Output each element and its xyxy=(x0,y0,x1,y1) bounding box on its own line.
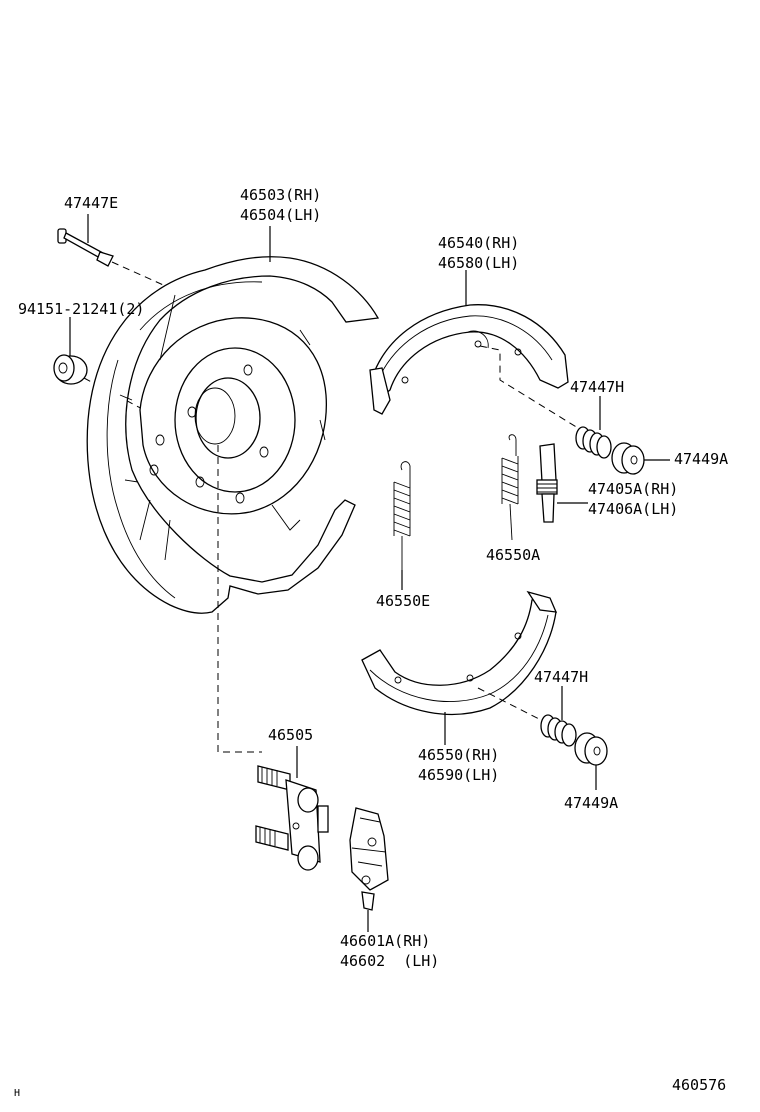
part-46550-lower-shoe xyxy=(361,590,558,716)
label-46504: 46504(LH) xyxy=(240,206,321,224)
label-46550: 46550(RH) xyxy=(418,746,499,764)
label-46601A: 46601A(RH) xyxy=(340,932,430,950)
dash-upper-shoe xyxy=(479,345,579,429)
part-46503-backing-plate xyxy=(86,256,380,614)
label-46550E: 46550E xyxy=(376,592,430,610)
label-47405A: 47405A(RH) xyxy=(588,480,678,498)
part-47449A-lower-cup xyxy=(574,732,608,766)
part-46505-bracket xyxy=(255,765,329,871)
label-94151-21241: 94151-21241(2) xyxy=(18,300,144,318)
part-94151-nut xyxy=(53,354,88,385)
part-46550A-spring xyxy=(501,434,519,541)
figure-id: 460576 xyxy=(672,1076,726,1094)
part-46550E-spring xyxy=(393,461,411,570)
label-46503: 46503(RH) xyxy=(240,186,321,204)
part-47447H-lower-spring xyxy=(540,714,577,747)
part-47447E-pin xyxy=(57,228,114,267)
part-47447H-upper-spring xyxy=(575,426,612,459)
corner-mark: H xyxy=(14,1088,20,1099)
dash-47447E xyxy=(111,261,171,289)
part-46540-upper-shoe xyxy=(369,304,569,415)
label-46540: 46540(RH) xyxy=(438,234,519,252)
part-46601A-lever xyxy=(349,807,389,911)
label-47406A: 47406A(LH) xyxy=(588,500,678,518)
dash-lower-shoe xyxy=(477,687,546,723)
label-46550A: 46550A xyxy=(486,546,540,564)
label-47447H-top: 47447H xyxy=(570,378,624,396)
dash-plate-to-46505 xyxy=(217,445,262,753)
part-47449A-upper-cup xyxy=(611,442,645,475)
part-47405A-adjuster xyxy=(536,443,558,523)
label-47447E: 47447E xyxy=(64,194,118,212)
label-47449A-top: 47449A xyxy=(674,450,728,468)
label-46505: 46505 xyxy=(268,726,313,744)
label-46590: 46590(LH) xyxy=(418,766,499,784)
label-46602: 46602 (LH) xyxy=(340,952,439,970)
label-46580: 46580(LH) xyxy=(438,254,519,272)
label-47449A-bot: 47449A xyxy=(564,794,618,812)
label-47447H-bot: 47447H xyxy=(534,668,588,686)
